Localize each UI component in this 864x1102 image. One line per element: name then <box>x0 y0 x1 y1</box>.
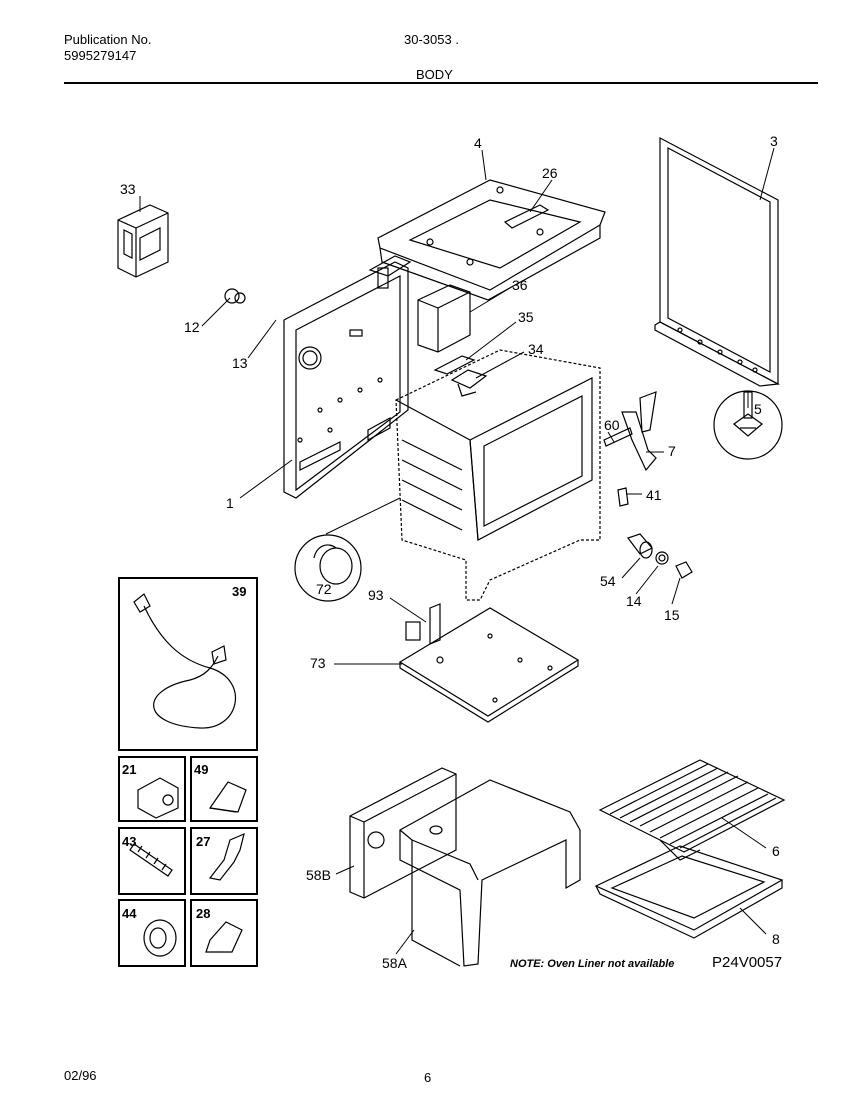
part-label-49: 49 <box>194 762 208 777</box>
part-3-side-panel-drawing <box>654 137 781 387</box>
part-93-switch-drawing <box>405 603 441 645</box>
part-41-clip-drawing <box>617 487 629 507</box>
part-58A-insulation-drawing <box>399 779 581 967</box>
part-1-back-panel-drawing <box>283 255 412 499</box>
part-label-8: 8 <box>772 931 780 947</box>
part-8-broiler-pan-drawing <box>594 845 784 939</box>
part-label-54: 54 <box>600 573 616 589</box>
part-label-28: 28 <box>196 906 210 921</box>
part-43-box <box>118 827 186 895</box>
part-label-21: 21 <box>122 762 136 777</box>
publication-number: 5995279147 <box>64 48 137 63</box>
part-label-3: 3 <box>770 133 778 149</box>
part-label-15: 15 <box>664 607 680 623</box>
part-54-socket-drawing <box>627 533 653 559</box>
part-label-14: 14 <box>626 593 642 609</box>
page-number: 6 <box>424 1070 432 1085</box>
part-label-58B: 58B <box>306 867 331 883</box>
part-21-box <box>118 756 186 822</box>
leader-lines <box>139 147 775 955</box>
part-label-35: 35 <box>518 309 534 325</box>
part-28-box <box>190 899 258 967</box>
part-label-34: 34 <box>528 341 544 357</box>
part-label-6: 6 <box>772 843 780 859</box>
part-label-43: 43 <box>122 834 136 849</box>
publication-label: Publication No. <box>64 32 152 47</box>
part-label-4: 4 <box>474 135 482 151</box>
part-label-39: 39 <box>232 584 246 599</box>
part-34-vent-drawing <box>450 369 488 397</box>
part-4-top-panel-drawing <box>377 179 606 301</box>
part-60-hinge-drawing <box>603 427 633 447</box>
header-rule <box>64 82 818 84</box>
part-label-12: 12 <box>184 319 200 335</box>
part-label-1: 1 <box>226 495 234 511</box>
part-label-33: 33 <box>120 181 136 197</box>
part-39-box <box>118 577 258 751</box>
part-label-27: 27 <box>196 834 210 849</box>
model-number: 30-3053 . <box>404 32 459 47</box>
part-14-bulb-drawing <box>655 551 669 565</box>
part-label-93: 93 <box>368 587 384 603</box>
part-49-box <box>190 756 258 822</box>
footer-date: 02/96 <box>64 1068 97 1083</box>
part-7-hinge-drawing <box>621 391 657 472</box>
part-label-26: 26 <box>542 165 558 181</box>
part-label-13: 13 <box>232 355 248 371</box>
part-label-7: 7 <box>668 443 676 459</box>
part-35-vent-drawing <box>433 355 476 375</box>
part-label-5: 5 <box>754 401 762 417</box>
part-73-bottom-panel-drawing <box>398 607 580 723</box>
part-label-60: 60 <box>604 417 620 433</box>
part-27-box <box>190 827 258 895</box>
part-33-bracket-drawing <box>117 204 169 278</box>
part-36-duct-drawing <box>417 284 471 353</box>
part-44-box <box>118 899 186 967</box>
part-72-plug-drawing <box>294 534 362 602</box>
part-labels: 33 4 26 3 5 12 13 36 35 34 60 7 1 41 72 … <box>120 133 780 971</box>
part-label-36: 36 <box>512 277 528 293</box>
oven-cavity-drawing <box>395 349 601 601</box>
section-title: BODY <box>416 67 453 82</box>
part-label-73: 73 <box>310 655 326 671</box>
part-label-72: 72 <box>316 581 332 597</box>
part-label-58A: 58A <box>382 955 408 971</box>
part-5-leveling-leg-drawing <box>713 390 783 460</box>
part-15-lens-drawing <box>675 561 693 579</box>
part-label-41: 41 <box>646 487 662 503</box>
part-58B-insulation-drawing <box>349 767 457 899</box>
part-6-oven-rack-drawing <box>598 759 786 861</box>
diagram-code: P24V0057 <box>712 954 783 971</box>
part-12-knob-drawing <box>224 288 246 304</box>
part-label-44: 44 <box>122 906 137 921</box>
oven-liner-note: NOTE: Oven Liner not available <box>510 958 675 970</box>
